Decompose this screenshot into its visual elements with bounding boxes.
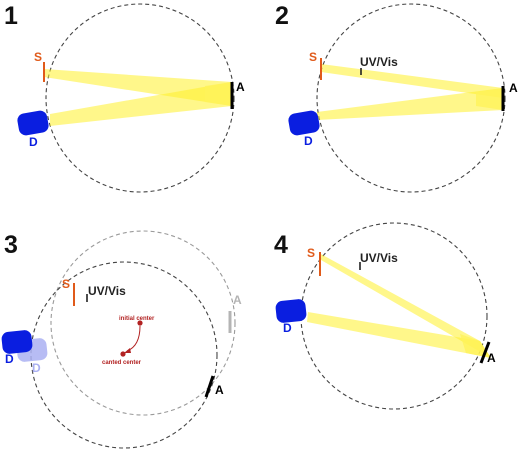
rowland-circle	[300, 222, 488, 410]
canted-center-label: canted center	[102, 360, 142, 366]
incident-beam	[319, 253, 491, 358]
detector-block	[288, 110, 320, 136]
detector-ghost-label: D	[32, 361, 41, 375]
analyzer-label: A	[236, 80, 245, 94]
panel-1: 1 S D A	[4, 2, 245, 193]
initial-center-point	[137, 320, 143, 326]
incident-beam	[321, 64, 503, 98]
detector-block	[17, 110, 49, 136]
analyzer-ghost-label: A	[233, 293, 242, 307]
canted-center-point	[120, 351, 126, 357]
analyzer-label: A	[509, 81, 518, 95]
initial-center-label: initial center	[119, 316, 155, 322]
uvvis-label: UV/Vis	[88, 284, 126, 298]
analyzer-label: A	[215, 383, 224, 397]
cant-arrow	[126, 325, 141, 352]
source-label: S	[307, 246, 315, 260]
source-label: S	[62, 277, 70, 291]
initial-rowland-circle	[50, 230, 236, 416]
detector-label: D	[5, 352, 14, 366]
analyzer-crystal	[479, 341, 491, 364]
beam-focus-glow	[476, 88, 503, 110]
detector-block	[1, 330, 33, 354]
detector-label: D	[29, 135, 38, 149]
panel-1-number: 1	[4, 2, 18, 30]
analyzer-label: A	[487, 351, 496, 365]
cant-arrowhead	[124, 348, 131, 353]
rowland-circle	[316, 3, 506, 193]
diffracted-beam	[50, 82, 232, 126]
panel-4-number: 4	[274, 231, 288, 259]
diffracted-beam	[307, 312, 491, 358]
canted-rowland-circle	[30, 261, 218, 449]
source-label: S	[34, 50, 42, 64]
panel-4: 4 S UV/Vis D A	[274, 222, 496, 410]
panel-3-number: 3	[4, 231, 18, 259]
panel-2: 2 S UV/Vis D A	[275, 2, 518, 193]
detector-label: D	[283, 321, 292, 335]
uvvis-label: UV/Vis	[360, 251, 398, 265]
detector-label: D	[304, 134, 313, 148]
panel-3: 3 S UV/Vis initial center canted center …	[1, 230, 242, 449]
panel-2-number: 2	[275, 2, 289, 30]
rowland-circle	[45, 3, 235, 193]
detector-block	[275, 299, 307, 323]
source-label: S	[309, 50, 317, 64]
uvvis-label: UV/Vis	[360, 55, 398, 69]
diffracted-beam	[317, 88, 503, 120]
beam-focus-glow	[460, 334, 491, 358]
beam-focus-glow	[205, 82, 232, 106]
analyzer-crystal	[204, 375, 215, 398]
